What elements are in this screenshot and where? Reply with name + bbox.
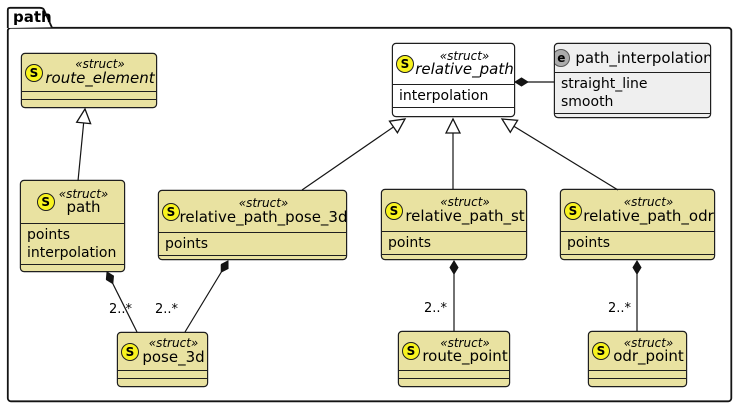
class-name: relative_path_st <box>405 206 525 225</box>
class-title: S «struct» route_element <box>22 54 156 91</box>
methods-compartment <box>21 264 124 271</box>
methods-compartment <box>399 378 509 386</box>
struct-badge-icon: S <box>121 342 139 361</box>
multiplicity-label: 2..* <box>155 302 179 317</box>
class-box-relative-path: S «struct» relative_path interpolation <box>392 43 515 117</box>
class-box-odr-point: S «struct» odr_point <box>588 331 687 387</box>
multiplicity-label: 2..* <box>424 301 448 316</box>
package-title: path <box>13 8 52 26</box>
attributes-compartment <box>118 370 207 378</box>
enum-value: smooth <box>561 94 614 110</box>
attributes-compartment <box>589 370 686 378</box>
attribute: interpolation <box>399 88 489 104</box>
attributes-compartment: interpolation <box>393 84 514 107</box>
generalization-relative-path-pose-3d-to-relative-path <box>301 119 405 191</box>
struct-badge-icon: S <box>162 202 180 221</box>
class-title: S «struct» route_point <box>399 332 509 370</box>
composition-relative-path-pose-3d-pose-3d <box>184 261 228 333</box>
class-box-relative-path-st: S «struct» relative_path_st points <box>381 189 527 260</box>
attribute: points <box>165 236 208 252</box>
class-name: relative_path <box>415 60 514 79</box>
methods-compartment <box>118 378 207 386</box>
class-box-route-element: S «struct» route_element <box>21 53 157 108</box>
class-box-relative-path-pose-3d: S «struct» relative_path_pose_3d points <box>158 190 347 260</box>
class-name: pose_3d <box>142 347 205 366</box>
enum-badge-icon: e <box>555 49 571 67</box>
methods-compartment <box>589 378 686 386</box>
attributes-compartment: points <box>159 232 346 255</box>
attributes-compartment <box>399 370 509 378</box>
class-title: S «struct» relative_path_st <box>382 190 526 231</box>
attribute: points <box>567 235 610 251</box>
generalization-path-to-route-element <box>78 109 85 182</box>
attribute: interpolation <box>27 245 117 261</box>
class-title: S «struct» odr_point <box>589 332 686 370</box>
class-title: S «struct» relative_path_odr <box>561 190 714 231</box>
class-box-relative-path-odr: S «struct» relative_path_odr points <box>560 189 715 260</box>
struct-badge-icon: S <box>564 201 582 220</box>
enum-box-path-interpolation: e path_interpolation straight_line smoot… <box>554 43 711 118</box>
class-title: S «struct» pose_3d <box>118 333 207 370</box>
methods-compartment <box>382 254 526 259</box>
struct-badge-icon: S <box>402 342 420 360</box>
multiplicity-label: 2..* <box>109 302 133 317</box>
class-box-route-point: S «struct» route_point <box>398 331 510 387</box>
attributes-compartment: points interpolation <box>21 223 124 264</box>
methods-compartment <box>555 113 710 117</box>
class-name: route_point <box>422 347 508 366</box>
methods-compartment <box>159 255 346 259</box>
enum-value: straight_line <box>561 76 648 92</box>
attributes-compartment: points <box>561 231 714 254</box>
class-title: S «struct» relative_path <box>393 44 514 84</box>
class-box-pose-3d: S «struct» pose_3d <box>117 332 208 387</box>
class-name: route_element <box>45 68 155 87</box>
class-box-path: S «struct» path points interpolation <box>20 180 125 272</box>
struct-badge-icon: S <box>385 201 403 220</box>
methods-compartment <box>22 99 156 107</box>
class-name: relative_path_odr <box>583 206 714 225</box>
attributes-compartment <box>22 91 156 99</box>
class-name: odr_point <box>613 347 684 366</box>
attributes-compartment: points <box>382 231 526 254</box>
struct-badge-icon: S <box>592 342 610 360</box>
class-name: path <box>66 198 101 217</box>
struct-badge-icon: S <box>25 63 43 82</box>
attribute: points <box>388 235 431 251</box>
class-title: S «struct» relative_path_pose_3d <box>159 191 346 232</box>
methods-compartment <box>561 254 714 259</box>
multiplicity-label: 2..* <box>608 301 632 316</box>
attribute: points <box>27 227 70 243</box>
enum-name: path_interpolation <box>575 49 711 67</box>
enum-values-compartment: straight_line smooth <box>555 72 710 113</box>
generalization-relative-path-odr-to-relative-path <box>502 119 619 191</box>
struct-badge-icon: S <box>36 193 55 211</box>
class-name: relative_path_pose_3d <box>179 207 347 226</box>
class-title: S «struct» path <box>21 181 124 223</box>
methods-compartment <box>393 107 514 116</box>
enum-title: e path_interpolation <box>555 44 710 72</box>
struct-badge-icon: S <box>396 55 414 73</box>
